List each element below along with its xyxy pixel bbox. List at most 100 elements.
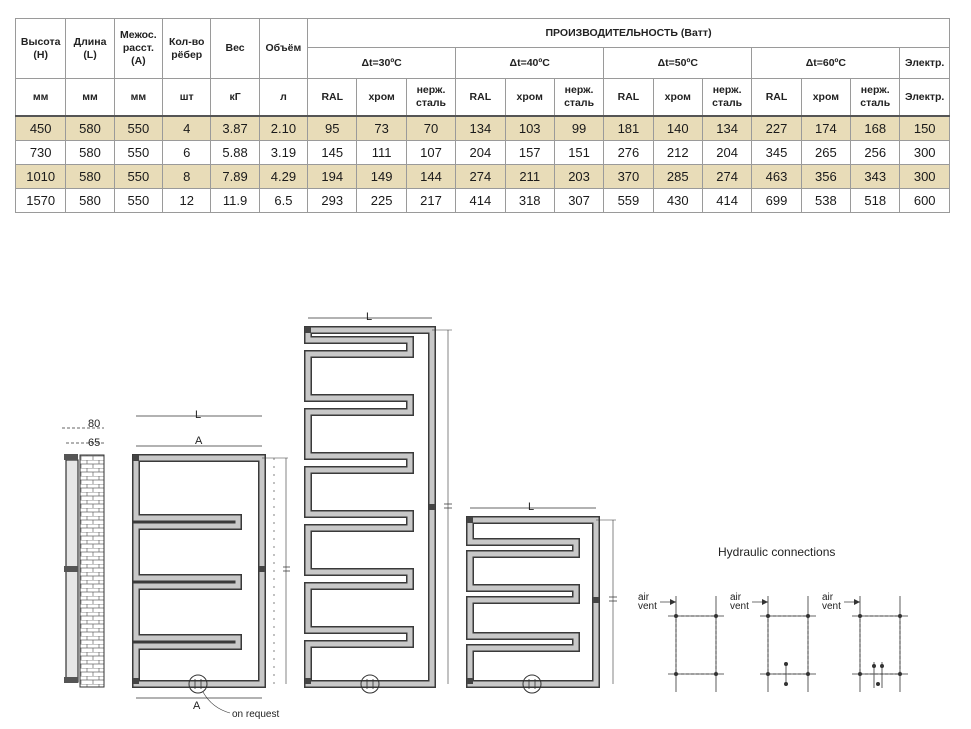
unit-cell: кГ	[210, 78, 260, 117]
table-cell: 538	[800, 188, 852, 213]
table-cell: 134	[455, 115, 506, 141]
header-height: Высота (H)	[14, 18, 67, 79]
table-cell: 7.89	[210, 164, 260, 189]
table-cell: 70	[405, 115, 457, 141]
unit-cell: мм	[65, 78, 115, 117]
unit-cell: шт	[162, 78, 212, 117]
table-cell: 414	[455, 188, 506, 213]
radiator-tube-3	[467, 517, 599, 687]
unit-cell: нерж. сталь	[405, 78, 457, 117]
table-cell: 140	[652, 115, 703, 141]
table-cell: 111	[356, 140, 407, 165]
label-L-1: L	[195, 409, 201, 421]
hydraulic-diagram-1: air vent	[638, 592, 724, 692]
header-ribs: Кол-во рёбер	[162, 18, 212, 79]
table-cell: 318	[504, 188, 555, 213]
label-L-3: L	[528, 501, 534, 513]
table-cell: 699	[751, 188, 802, 213]
table-cell: 227	[751, 115, 802, 141]
table-cell: 274	[455, 164, 506, 189]
table-cell: 345	[751, 140, 802, 165]
bracket-bottom	[64, 677, 78, 683]
table-cell: 274	[701, 164, 753, 189]
table-cell: 181	[603, 115, 654, 141]
unit-cell: нерж. сталь	[553, 78, 605, 117]
header-volume: Объём	[258, 18, 309, 79]
header-spacing: Межос. расст. (A)	[113, 18, 164, 79]
table-cell: 211	[504, 164, 555, 189]
unit-cell: хром	[356, 78, 407, 117]
unit-cell: л	[258, 78, 309, 117]
bracket-mid	[64, 566, 78, 572]
radiator-tall: L	[304, 311, 452, 694]
table-cell: 5.88	[210, 140, 260, 165]
side-view: 80 65	[62, 418, 105, 688]
table-cell: 580	[65, 140, 115, 165]
header-dt60: Δt=60ºC	[751, 47, 901, 79]
vent-label-3: vent	[822, 601, 841, 612]
table-cell: 8	[162, 164, 212, 189]
header-weight: Вес	[210, 18, 260, 79]
table-cell: 194	[307, 164, 358, 189]
table-cell: 6.5	[258, 188, 309, 213]
radiator-drawing: 80 65 L A A on request L	[62, 311, 908, 720]
table-cell: 144	[405, 164, 457, 189]
unit-cell: Электр.	[899, 78, 950, 117]
table-cell: 580	[65, 164, 115, 189]
unit-cell: хром	[652, 78, 703, 117]
table-cell: 276	[603, 140, 654, 165]
table-cell: 174	[800, 115, 852, 141]
header-length: Длина (L)	[65, 18, 115, 79]
depth-inner-label: 65	[88, 437, 100, 449]
table-cell: 11.9	[210, 188, 260, 213]
table-cell: 95	[307, 115, 358, 141]
on-request-label: on request	[232, 709, 279, 720]
radiator-short: L	[466, 501, 617, 694]
table-cell: 300	[899, 164, 950, 189]
table-cell: 518	[850, 188, 901, 213]
header-dt50: Δt=50ºC	[603, 47, 753, 79]
table-cell: 103	[504, 115, 555, 141]
table-cell: 307	[553, 188, 605, 213]
table-cell: 134	[701, 115, 753, 141]
table-cell: 157	[504, 140, 555, 165]
table-cell: 150	[899, 115, 950, 141]
table-cell: 151	[553, 140, 605, 165]
table-cell: 107	[405, 140, 457, 165]
table-cell: 204	[701, 140, 753, 165]
table-cell: 559	[603, 188, 654, 213]
radiator-tube-1	[133, 455, 265, 687]
unit-cell: хром	[800, 78, 852, 117]
radiator-tube-2	[305, 327, 435, 687]
table-cell: 145	[307, 140, 358, 165]
table-cell: 3.19	[258, 140, 309, 165]
vent-label-2: vent	[730, 601, 749, 612]
table-cell: 225	[356, 188, 407, 213]
unit-cell: нерж. сталь	[850, 78, 901, 117]
unit-cell: RAL	[751, 78, 802, 117]
hydraulic-diagram-2: air vent	[730, 592, 816, 692]
table-cell: 73	[356, 115, 407, 141]
table-cell: 203	[553, 164, 605, 189]
table-cell: 370	[603, 164, 654, 189]
bracket-top	[64, 454, 78, 460]
table-cell: 550	[113, 164, 164, 189]
table-cell: 3.87	[210, 115, 260, 141]
unit-cell: RAL	[603, 78, 654, 117]
depth-outer-label: 80	[88, 418, 100, 430]
header-performance: ПРОИЗВОДИТЕЛЬНОСТЬ (Ватт)	[307, 18, 950, 48]
table-cell: 730	[14, 140, 67, 165]
table-cell: 293	[307, 188, 358, 213]
table-cell: 265	[800, 140, 852, 165]
header-dt30: Δt=30ºC	[307, 47, 457, 79]
hydraulic-diagram-3: air vent	[822, 592, 908, 692]
table-cell: 6	[162, 140, 212, 165]
air-label-1: air	[638, 592, 650, 603]
table-cell: 550	[113, 188, 164, 213]
label-A-bottom: A	[193, 700, 201, 712]
table-cell: 212	[652, 140, 703, 165]
